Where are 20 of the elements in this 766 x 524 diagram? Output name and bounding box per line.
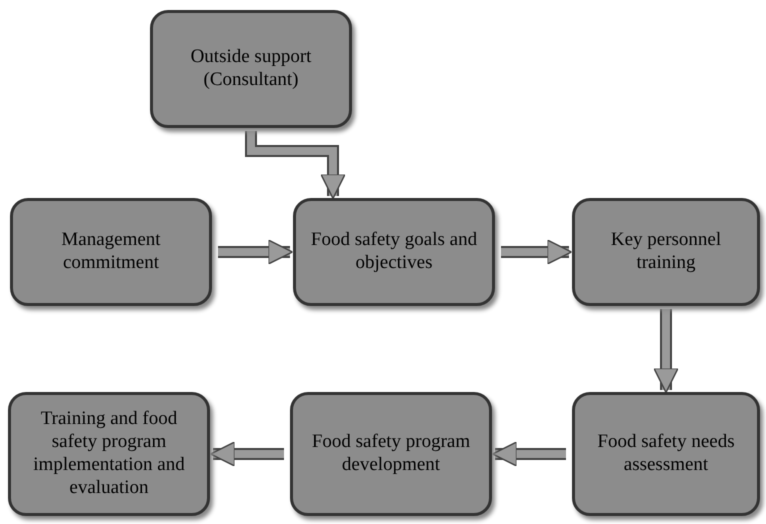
process-box <box>290 392 492 516</box>
process-box <box>8 392 210 516</box>
process-box <box>572 392 760 516</box>
block-arrow <box>245 131 346 200</box>
box-label: Food safety program development <box>310 431 472 477</box>
box-label: Food safety needs assessment <box>596 431 736 477</box>
block-arrow <box>501 239 572 265</box>
block-arrow <box>492 441 566 467</box>
process-box <box>10 198 212 306</box>
process-box <box>293 198 495 306</box>
process-box <box>572 198 760 306</box>
block-arrow <box>210 441 284 467</box>
block-arrow <box>653 309 679 394</box>
process-box <box>150 10 352 128</box>
block-arrow <box>218 239 294 265</box>
box-label: Key personnel training <box>610 229 722 275</box>
box-label: Training and food safety program implementation and evaluation <box>32 408 186 500</box>
box-label: Management commitment <box>60 229 162 275</box>
box-label: Food safety goals and objectives <box>310 229 478 275</box>
box-label: Outside support (Consultant) <box>190 46 312 92</box>
